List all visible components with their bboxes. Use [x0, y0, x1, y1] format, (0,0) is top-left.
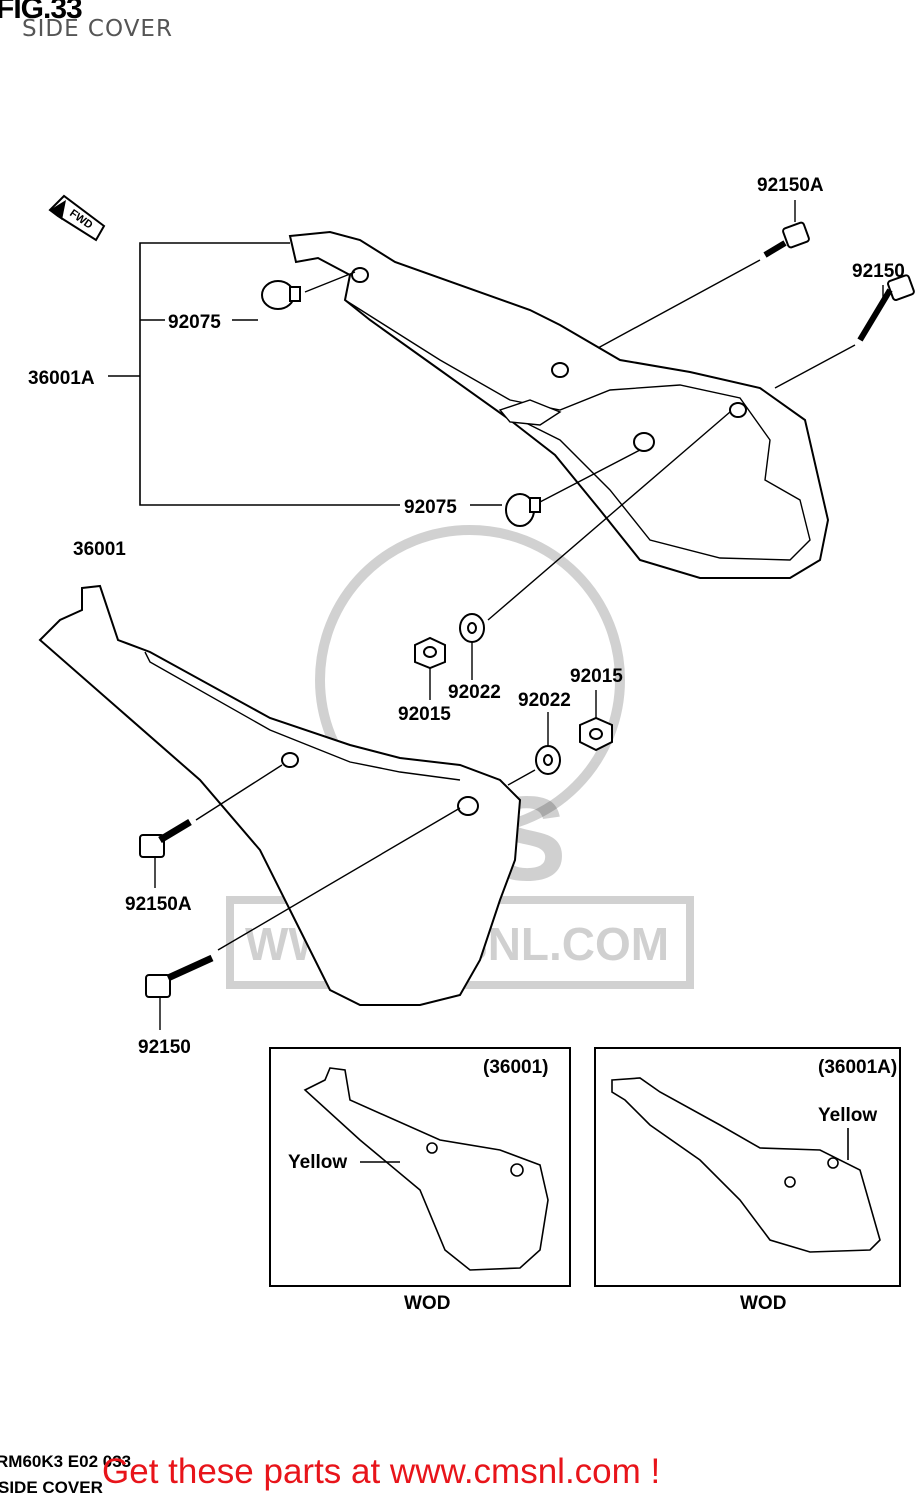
figure-subtitle: SIDE COVER [22, 16, 173, 42]
inset-color-36001a: Yellow [818, 1105, 877, 1126]
inset-color-36001: Yellow [288, 1152, 347, 1173]
inset-part-36001a: (36001A) [818, 1057, 897, 1078]
footer-code: RM60K3 E02 033 [0, 1452, 132, 1471]
leader-lines [154, 200, 884, 1030]
side-cover-36001 [38, 584, 522, 1006]
inset-caption-36001: WOD [404, 1293, 450, 1314]
inset-caption-36001a: WOD [740, 1293, 786, 1314]
label-92022-lower: 92022 [518, 690, 571, 711]
label-92022-upper: 92022 [448, 682, 501, 703]
label-92075-upper: 92075 [168, 312, 221, 333]
nut-92015-upper [414, 636, 446, 670]
inset-box-36001 [269, 1047, 571, 1287]
nut-92015-lower [579, 716, 613, 752]
label-92015-lower: 92015 [570, 666, 623, 687]
label-36001: 36001 [73, 539, 126, 560]
inset-cover-36001 [303, 1067, 549, 1271]
bolt-92150-top [857, 274, 915, 342]
washer-92022-lower [535, 745, 561, 775]
forward-direction-marker: FWD [48, 194, 106, 242]
bolt-92150a-top [763, 221, 810, 258]
bolt-92150-bottom [145, 954, 214, 998]
bolt-92150a-bottom [139, 818, 192, 858]
figure-title: FIG.33 [0, 0, 83, 25]
inset-box-36001a [594, 1047, 901, 1287]
footer-subtitle: SIDE COVER [0, 1478, 103, 1497]
label-92150a-bottom: 92150A [125, 894, 192, 915]
label-92015-upper: 92015 [398, 704, 451, 725]
grommet-92075-upper [261, 280, 301, 310]
washer-92022-upper [459, 613, 485, 643]
promo-link[interactable]: Get these parts at www.cmsnl.com ! [102, 1452, 661, 1491]
label-92075-lower: 92075 [404, 497, 457, 518]
label-36001a: 36001A [28, 368, 95, 389]
label-92150-top: 92150 [852, 261, 905, 282]
inset-part-36001: (36001) [483, 1057, 549, 1078]
group-bracket [108, 242, 502, 506]
grommet-92075-lower [505, 493, 541, 527]
label-92150a-top: 92150A [757, 175, 824, 196]
inset-cover-36001a [611, 1077, 881, 1253]
side-cover-36001a [288, 230, 830, 579]
label-92150-bottom: 92150 [138, 1037, 191, 1058]
